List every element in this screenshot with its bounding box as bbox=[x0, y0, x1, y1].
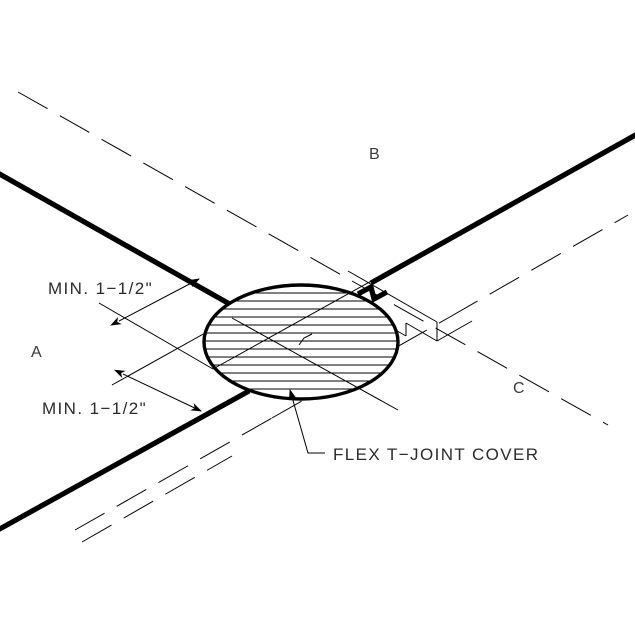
extension-line-upper-left bbox=[98, 302, 214, 370]
callout-leader bbox=[288, 389, 325, 454]
seam-junction-mark bbox=[298, 333, 313, 346]
joint-seam-a-b bbox=[0, 171, 244, 314]
panel-edge-upper-dashed-right bbox=[351, 280, 609, 426]
flex-t-joint-cover bbox=[202, 283, 400, 401]
panel-edge-bottom-dashed bbox=[81, 455, 233, 543]
panel-edge-lower-dashed-right bbox=[447, 214, 629, 319]
zone-label-b: B bbox=[369, 146, 380, 163]
zone-label-a: A bbox=[31, 344, 42, 361]
witness-line-right-upper bbox=[347, 270, 438, 323]
panel-edge-upper-dashed bbox=[17, 91, 353, 282]
callout-label-flex-t-joint-cover: FLEX T−JOINT COVER bbox=[333, 445, 539, 464]
witness-line-right-out bbox=[436, 320, 473, 342]
dimension-label-top: MIN. 1−1/2" bbox=[48, 279, 153, 298]
cover-outline-ellipse bbox=[202, 283, 400, 401]
joint-seam-notch bbox=[356, 283, 389, 303]
joint-seam-lines bbox=[0, 132, 635, 532]
zone-label-c: C bbox=[513, 380, 525, 397]
callout-leader-line bbox=[288, 389, 325, 454]
panel-edge-lower-dashed-left bbox=[74, 417, 273, 531]
dimension-arrow-upper bbox=[110, 278, 200, 326]
joint-seam-a-c bbox=[0, 388, 251, 532]
joint-seam-b-c bbox=[369, 132, 635, 286]
witness-line-right-return bbox=[405, 322, 438, 342]
dimension-arrow-lower bbox=[113, 369, 202, 412]
dimension-lines bbox=[110, 278, 202, 412]
dimension-label-bottom: MIN. 1−1/2" bbox=[42, 399, 147, 418]
